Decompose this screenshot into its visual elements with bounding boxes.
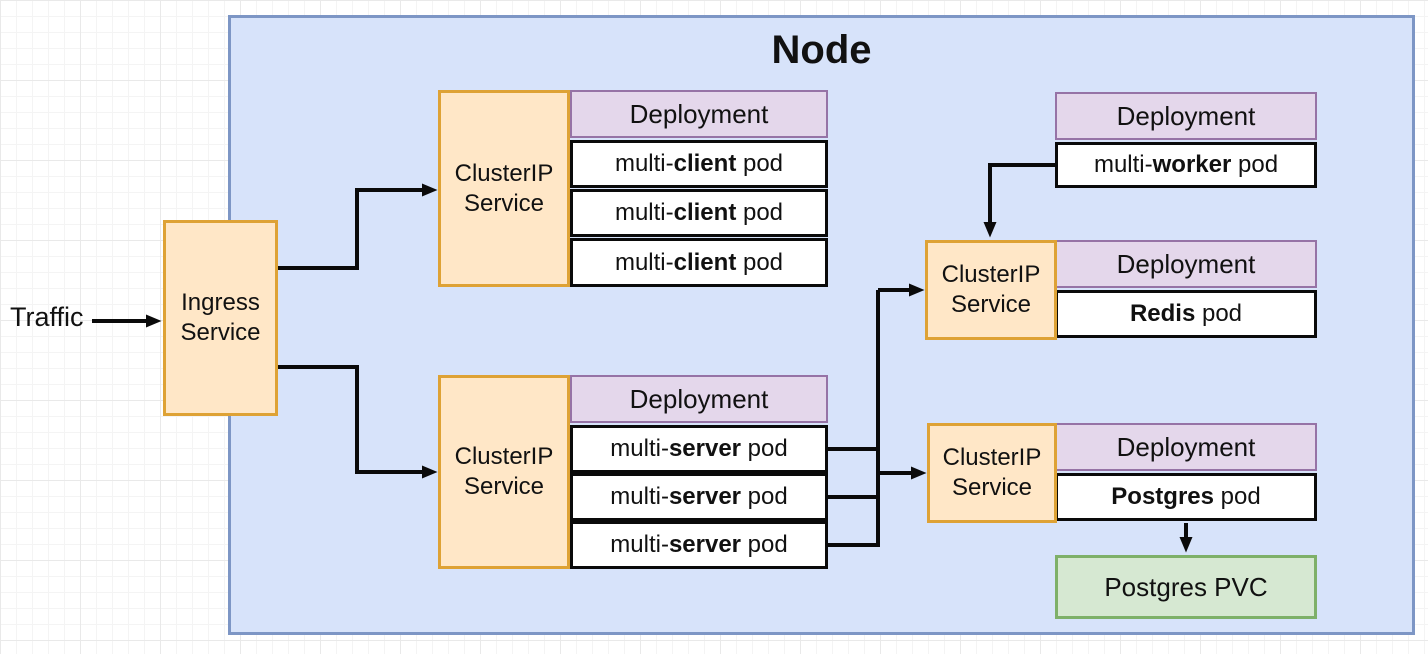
pod-text-suffix: pod bbox=[736, 248, 784, 276]
client-clusterip-label-line2: Service bbox=[463, 189, 545, 217]
pod-text-suffix: pod bbox=[741, 483, 788, 510]
pod-text-suffix: pod bbox=[741, 435, 788, 462]
client-pod-row: multi-client pod bbox=[570, 189, 828, 237]
server-clusterip-service-box: ClusterIP Service bbox=[438, 375, 570, 569]
ingress-service-label-line1: Ingress bbox=[181, 289, 260, 316]
pod-text-bold: client bbox=[673, 248, 737, 276]
client-pod-row: multi-client pod bbox=[570, 238, 828, 287]
worker-deployment-header: Deployment bbox=[1055, 92, 1317, 140]
node-title: Node bbox=[771, 28, 872, 72]
pod-text-prefix: multi- bbox=[614, 150, 674, 177]
ingress-service-box: Ingress Service bbox=[163, 220, 278, 416]
pod-text-suffix: pod bbox=[1231, 151, 1279, 178]
pod-text-bold: worker bbox=[1152, 151, 1232, 178]
client-deployment-header: Deployment bbox=[570, 90, 828, 138]
client-pod-row: multi-client pod bbox=[570, 140, 828, 188]
pod-text-suffix: pod bbox=[1195, 300, 1243, 327]
redis-clusterip-label-line2: Service bbox=[950, 291, 1032, 318]
server-pod-row: multi-server pod bbox=[570, 473, 828, 521]
pod-text-prefix: multi- bbox=[610, 531, 669, 558]
pod-text-bold: Redis bbox=[1129, 300, 1196, 327]
redis-clusterip-label-line1: ClusterIP bbox=[941, 261, 1041, 288]
redis-clusterip-service-box: ClusterIP Service bbox=[925, 240, 1057, 340]
pod-text-prefix: multi- bbox=[610, 483, 669, 510]
pod-text-bold: server bbox=[668, 435, 742, 462]
ingress-service-label-line2: Service bbox=[180, 319, 261, 346]
pod-text-suffix: pod bbox=[1213, 483, 1261, 510]
pod-text-bold: server bbox=[668, 483, 742, 510]
pod-text-bold: Postgres bbox=[1111, 483, 1214, 510]
traffic-label: Traffic bbox=[10, 302, 84, 332]
redis-pod-row: Redis pod bbox=[1055, 290, 1317, 338]
pod-text-suffix: pod bbox=[736, 199, 784, 226]
server-pod-row: multi-server pod bbox=[570, 521, 828, 569]
pod-text-suffix: pod bbox=[741, 531, 788, 558]
worker-pod-row: multi-worker pod bbox=[1055, 142, 1317, 188]
server-clusterip-label-line1: ClusterIP bbox=[454, 443, 554, 470]
server-deployment-header: Deployment bbox=[570, 375, 828, 423]
postgres-pod-row: Postgres pod bbox=[1055, 473, 1317, 521]
server-pod-row: multi-server pod bbox=[570, 425, 828, 473]
pod-text-bold: server bbox=[668, 531, 742, 558]
pod-text-prefix: multi- bbox=[614, 248, 674, 276]
pod-text-prefix: multi- bbox=[1093, 151, 1153, 178]
pod-text-bold: client bbox=[673, 199, 737, 226]
pod-text-bold: client bbox=[673, 150, 737, 177]
pod-text-prefix: multi- bbox=[610, 435, 669, 462]
postgres-clusterip-service-box: ClusterIP Service bbox=[927, 423, 1057, 523]
client-clusterip-service-box: ClusterIP Service bbox=[438, 90, 570, 287]
redis-deployment-header: Deployment bbox=[1055, 240, 1317, 288]
postgres-clusterip-label-line2: Service bbox=[951, 474, 1033, 501]
postgres-pvc-box: Postgres PVC bbox=[1055, 555, 1317, 619]
pod-text-suffix: pod bbox=[736, 150, 784, 177]
postgres-clusterip-label-line1: ClusterIP bbox=[942, 444, 1042, 471]
server-clusterip-label-line2: Service bbox=[463, 473, 545, 500]
client-clusterip-label-line1: ClusterIP bbox=[454, 159, 554, 187]
pod-text-prefix: multi- bbox=[614, 199, 674, 226]
postgres-deployment-header: Deployment bbox=[1055, 423, 1317, 471]
